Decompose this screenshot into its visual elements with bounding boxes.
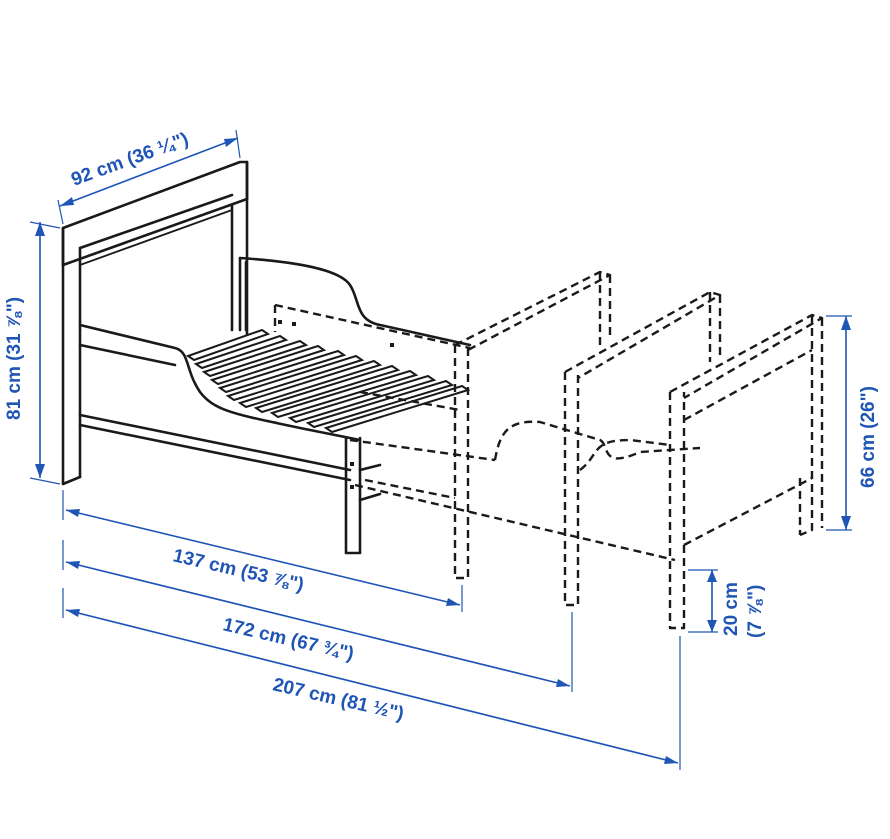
rail-holes bbox=[278, 320, 394, 347]
length-long-dimension: 207 cm (81 ½") bbox=[62, 588, 681, 770]
height-label: 81 cm (31 ⅞") bbox=[4, 297, 25, 420]
length-medium-label: 172 cm (67 ¾") bbox=[221, 614, 356, 665]
extension-dashed bbox=[273, 270, 824, 630]
slats bbox=[185, 328, 471, 434]
width-dimension: 92 cm (36 ¼") bbox=[57, 129, 241, 225]
back-side-panel bbox=[238, 256, 472, 347]
foot-leg bbox=[344, 436, 382, 555]
dimension-lines: 92 cm (36 ¼") 81 cm (31 ⅞") 66 cm (26") bbox=[4, 129, 879, 770]
leg-height-dimension: 20 cm (7 ⅞") bbox=[688, 569, 766, 638]
length-long-label: 207 cm (81 ½") bbox=[271, 674, 406, 725]
length-medium-dimension: 172 cm (67 ¾") bbox=[62, 540, 573, 692]
leg-height-label-in: (7 ⅞") bbox=[745, 585, 766, 638]
headboard bbox=[61, 160, 249, 486]
leg-height-label-cm: 20 cm bbox=[721, 582, 742, 636]
bed-frame bbox=[61, 160, 472, 555]
length-short-dimension: 137 cm (53 ⅞") bbox=[62, 490, 463, 612]
end-height-dimension: 66 cm (26") bbox=[826, 315, 879, 531]
width-label: 92 cm (36 ¼") bbox=[69, 129, 192, 191]
end-height-label: 66 cm (26") bbox=[858, 386, 879, 488]
length-short-label: 137 cm (53 ⅞") bbox=[171, 545, 306, 596]
front-side-panel bbox=[78, 323, 362, 482]
height-dimension: 81 cm (31 ⅞") bbox=[4, 221, 61, 485]
